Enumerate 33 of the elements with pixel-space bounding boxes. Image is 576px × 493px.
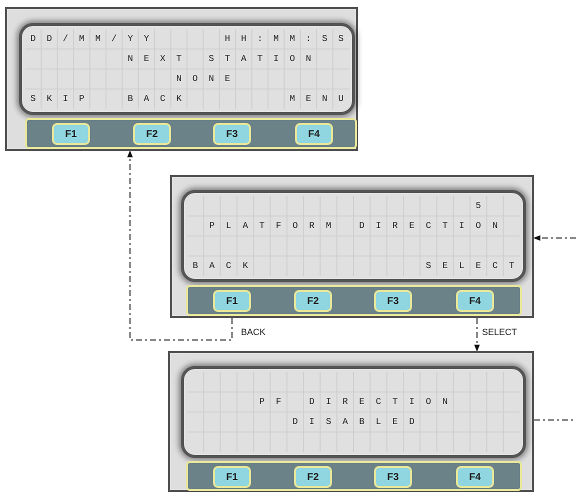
arrow [127,150,232,340]
lcd-text: PLATFORM DIRECTION [209,222,509,230]
function-key: F4 [456,290,494,312]
lcd-text: BACK [192,262,260,270]
function-key: F3 [374,290,412,312]
function-key: F1 [213,466,251,488]
display-panel [170,175,534,318]
function-key: F1 [52,123,90,145]
lcd-text: DD/MM/YY [30,34,160,44]
function-key: F4 [456,466,494,488]
function-key: F2 [133,123,171,145]
arrow [533,235,576,241]
function-key: F2 [294,466,332,488]
display-panel [168,351,534,492]
lcd-text: 5 [476,202,492,210]
edge-label: BACK [240,328,267,337]
function-key: F3 [213,123,251,145]
function-key: F2 [294,290,332,312]
lcd-text: PF DIRECTION [259,398,460,406]
edge-label: SELECT [481,328,518,337]
lcd-text: SKIP [30,94,96,104]
lcd-text: SELECT [426,262,526,270]
lcd-text: NEXT STATION [128,54,322,64]
function-key: F3 [374,466,412,488]
lcd-text: NONE [176,74,241,84]
arrow [474,318,480,352]
function-key: F4 [295,123,333,145]
display-panel [5,7,358,151]
function-key: F1 [213,290,251,312]
lcd-text: MENU [290,94,354,104]
lcd-text: DISABLED [292,418,426,426]
lcd-text: BACK [128,94,192,104]
lcd-text: HH:MM:SS [224,34,354,44]
